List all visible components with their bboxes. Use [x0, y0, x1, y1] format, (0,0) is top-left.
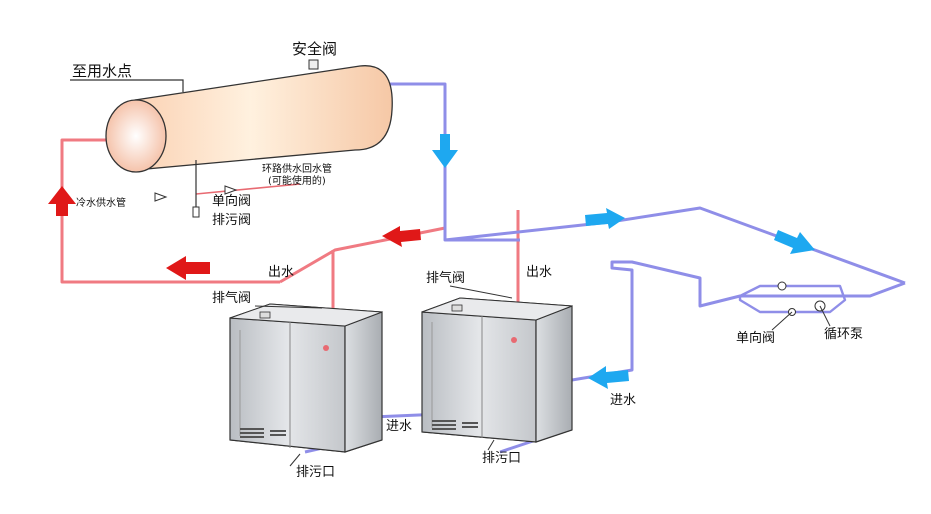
label-drain-port-left: 排污口 [296, 465, 335, 480]
label-outlet-right: 出水 [526, 265, 552, 280]
heat-pump-unit-left [229, 303, 383, 453]
label-inlet-middle: 进水 [386, 419, 412, 434]
heat-pump-unit-right [421, 297, 573, 443]
label-drain-port-right: 排污口 [482, 451, 521, 466]
label-loop-line2: (可能使用的) [268, 174, 326, 187]
label-check-valve-top: 单向阀 [212, 193, 251, 209]
loop-valve-icon [777, 281, 787, 291]
label-inlet-right: 进水 [610, 393, 636, 408]
blue-arrow-icon [774, 230, 815, 254]
storage-tank [70, 59, 393, 218]
cold-water-pipes [304, 82, 906, 454]
blue-arrow-icon [588, 366, 629, 389]
drain-valve-icon [192, 206, 200, 218]
label-circ-pump: 循环泵 [824, 327, 863, 342]
blue-arrow-icon [432, 134, 458, 168]
label-check-valve-loop: 单向阀 [736, 330, 775, 346]
red-arrow-icon [48, 186, 76, 216]
label-safety-valve: 安全阀 [292, 40, 337, 58]
red-arrow-icon [166, 256, 210, 280]
safety-valve-icon [308, 59, 319, 70]
label-outlet-left: 出水 [268, 265, 294, 280]
label-loop-line1: 环路供水回水管 [262, 162, 332, 175]
label-air-vent-right: 排气阀 [426, 270, 465, 286]
hot-flow-arrows [48, 186, 421, 280]
label-cold-supply: 冷水供水管 [76, 196, 126, 209]
label-air-vent-left: 排气阀 [212, 290, 251, 306]
cold-flow-arrows [432, 134, 815, 389]
check-valve-icon [154, 192, 168, 202]
red-arrow-icon [382, 226, 421, 247]
label-drain-valve: 排污阀 [212, 213, 251, 228]
check-valve-icon [224, 185, 238, 195]
blue-arrow-icon [585, 208, 625, 229]
label-to-use-point: 至用水点 [72, 62, 132, 80]
